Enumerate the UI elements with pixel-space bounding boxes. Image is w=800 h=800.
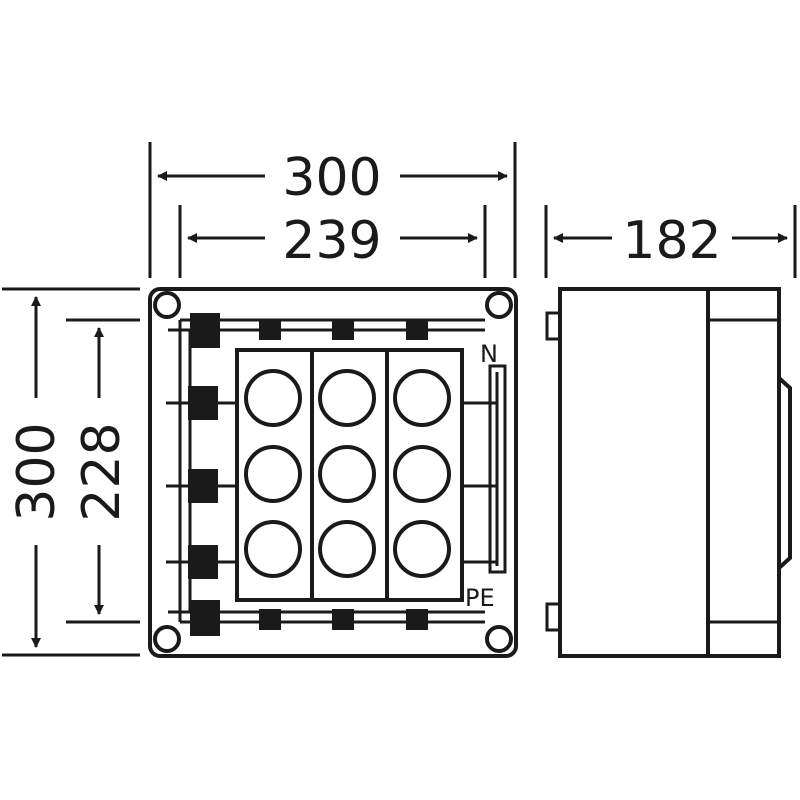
neutral-busbar bbox=[488, 364, 507, 574]
protective-earth-label: PE bbox=[465, 584, 495, 612]
terminal-block bbox=[406, 609, 428, 630]
inner-height-label: 228 bbox=[72, 422, 132, 521]
terminal-block bbox=[188, 545, 218, 579]
mounting-lug-bottom bbox=[545, 602, 562, 632]
terminal-block bbox=[190, 313, 220, 348]
fuse-opening-icon bbox=[244, 369, 302, 427]
outer-width-label: 300 bbox=[282, 148, 381, 208]
terminal-block bbox=[406, 321, 428, 340]
fuse-openings bbox=[244, 369, 451, 578]
outer-height-label: 300 bbox=[7, 422, 67, 521]
fuse-opening-icon bbox=[244, 445, 302, 503]
terminal-block bbox=[190, 600, 220, 636]
depth-label: 182 bbox=[622, 211, 721, 271]
top-terminals bbox=[190, 313, 428, 348]
dimension-inner-width: 239 bbox=[187, 211, 478, 271]
neutral-label: N bbox=[480, 340, 498, 368]
fuse-opening-icon bbox=[244, 520, 302, 578]
screw-icon bbox=[485, 625, 513, 653]
side-body-outline bbox=[558, 287, 781, 658]
lid-bulge bbox=[777, 376, 792, 570]
fuse-opening-icon bbox=[318, 520, 376, 578]
dimension-inner-height: 228 bbox=[72, 327, 132, 615]
fuse-opening-icon bbox=[318, 369, 376, 427]
mounting-lug-top bbox=[545, 311, 562, 341]
inner-width-label: 239 bbox=[282, 211, 381, 271]
right-busbars bbox=[462, 364, 507, 574]
extension-lines-left bbox=[2, 287, 140, 657]
terminal-block bbox=[259, 609, 281, 630]
fuse-opening-icon bbox=[393, 520, 451, 578]
left-terminals bbox=[166, 386, 237, 579]
corner-screws bbox=[153, 291, 513, 653]
terminal-block bbox=[188, 469, 218, 503]
screw-icon bbox=[153, 625, 181, 653]
terminal-block bbox=[259, 321, 281, 340]
fuse-carrier-outline bbox=[235, 348, 464, 602]
fuse-carrier bbox=[235, 348, 464, 602]
fuse-opening-icon bbox=[318, 445, 376, 503]
terminal-block bbox=[188, 386, 218, 420]
dimension-outer-width: 300 bbox=[157, 148, 508, 208]
enclosure-outline bbox=[148, 287, 518, 658]
front-view: N PE bbox=[148, 287, 518, 658]
dimension-depth: 182 bbox=[553, 211, 788, 271]
side-view bbox=[545, 287, 792, 658]
extension-lines-top bbox=[148, 142, 797, 278]
fuse-opening-icon bbox=[393, 369, 451, 427]
terminal-block bbox=[332, 609, 354, 630]
screw-icon bbox=[153, 291, 181, 319]
fuse-opening-icon bbox=[393, 445, 451, 503]
terminal-block bbox=[332, 321, 354, 340]
dimension-outer-height: 300 bbox=[7, 296, 67, 648]
bottom-terminals bbox=[190, 600, 428, 636]
screw-icon bbox=[485, 291, 513, 319]
